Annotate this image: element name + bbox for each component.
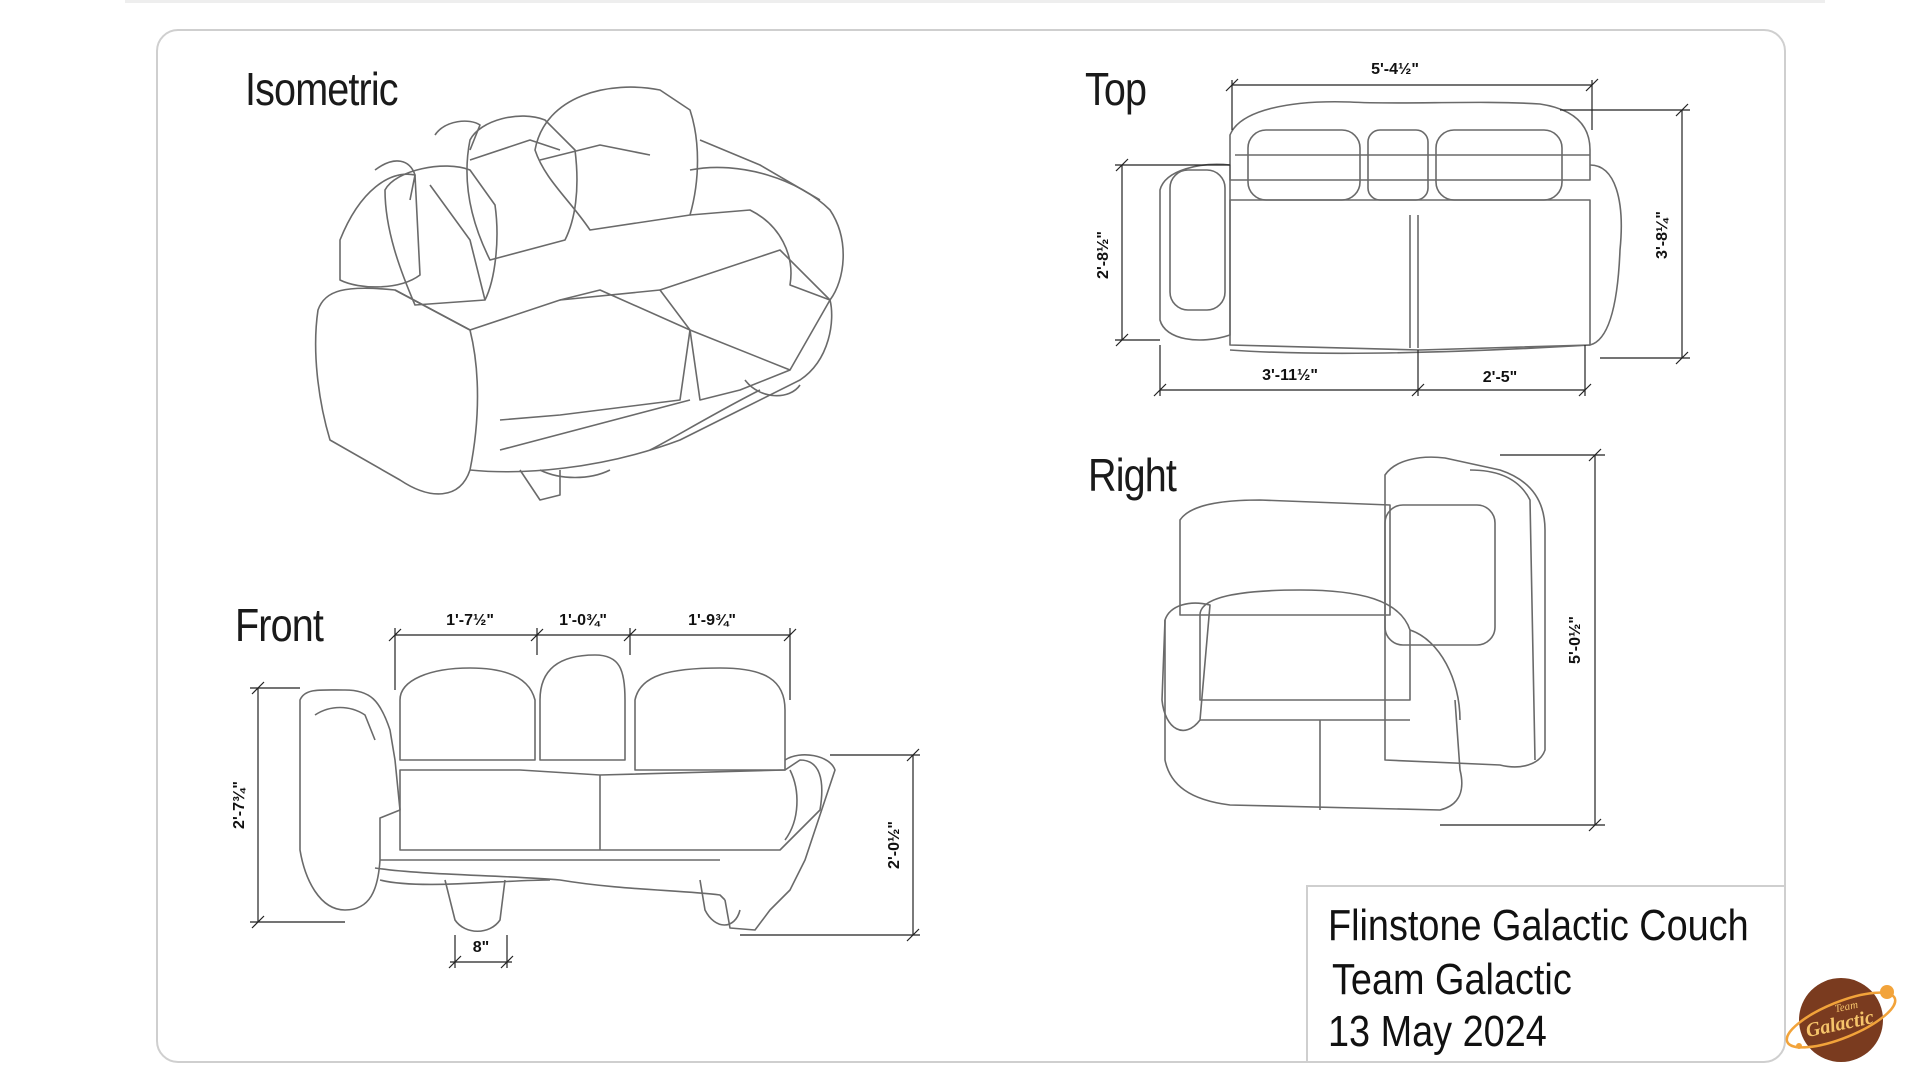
logo-moon-icon	[1880, 985, 1894, 999]
dim-front-cushion-right: 1'-9¾"	[688, 612, 736, 629]
view-title-isometric: Isometric	[245, 63, 399, 115]
dim-front-seat-height: 2'-0½"	[886, 821, 903, 869]
title-team: Team Galactic	[1332, 955, 1572, 1004]
top-rule	[125, 0, 1825, 3]
dim-front-leg: 8"	[473, 939, 489, 956]
dimension-lines	[250, 78, 1690, 969]
dim-front-cushion-left: 1'-7½"	[446, 612, 494, 629]
view-title-front: Front	[235, 599, 324, 651]
dim-front-cushion-mid: 1'-0¾"	[559, 612, 607, 629]
logo-ring-icon	[1785, 991, 1897, 1049]
title-project-name: Flinstone Galactic Couch	[1328, 901, 1749, 950]
top-plan-couch	[1159, 100, 1623, 355]
right-elevation-couch	[1161, 456, 1546, 811]
logo-small-moon-icon	[1796, 1043, 1802, 1049]
logo-team-text: Team	[1834, 999, 1859, 1016]
dim-top-right-section: 2'-5"	[1483, 369, 1518, 386]
view-title-top: Top	[1085, 63, 1147, 115]
title-date: 13 May 2024	[1328, 1007, 1547, 1056]
dim-top-overall-width: 5'-4½"	[1371, 61, 1419, 78]
dim-top-depth-right: 3'-8¼"	[1654, 211, 1671, 259]
logo-planet-icon	[1799, 978, 1883, 1062]
title-block: Flinstone Galactic Couch Team Galactic 1…	[1306, 885, 1786, 1063]
dim-top-left-section: 3'-11½"	[1262, 367, 1318, 384]
drawing-sheet-border	[156, 29, 1786, 1063]
isometric-couch	[314, 86, 844, 501]
dim-front-height: 2'-7¾"	[231, 781, 248, 829]
view-title-right: Right	[1088, 449, 1177, 501]
dim-top-depth-left: 2'-8½"	[1095, 231, 1112, 279]
dim-right-length: 5'-0½"	[1567, 616, 1584, 664]
dimension-labels: 5'-4½" 2'-8½" 3'-8¼" 3'-11½" 2'-5" 1'-7½…	[231, 61, 1671, 956]
front-elevation-couch	[299, 654, 836, 933]
team-galactic-logo: Team Galactic	[1785, 978, 1897, 1062]
